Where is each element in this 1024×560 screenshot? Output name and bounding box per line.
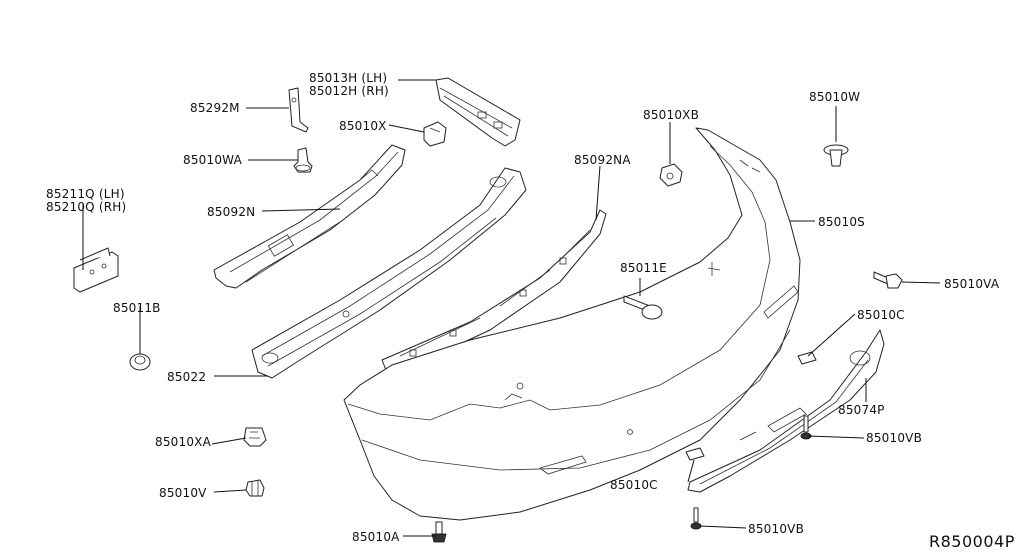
label-85010s: 85010S [818, 215, 865, 229]
label-85010v: 85010V [159, 486, 207, 500]
label-85010xb: 85010XB [643, 108, 699, 122]
clip-85010wa [293, 147, 313, 173]
clip-85010w [823, 144, 849, 167]
label-85010c-upper: 85010C [857, 308, 905, 322]
energy-absorber-85092n [213, 144, 406, 289]
clip-85010c-upper [797, 351, 817, 365]
label-85011e: 85011E [620, 261, 667, 275]
label-85211q: 85211Q (LH) [46, 187, 125, 201]
small-bracket-85292m [288, 87, 309, 133]
label-85010w: 85010W [809, 90, 860, 104]
label-85010x: 85010X [339, 119, 387, 133]
label-85010va: 85010VA [944, 277, 1000, 291]
grommet-85010xb [659, 163, 683, 187]
label-85092na: 85092NA [574, 153, 631, 167]
part-labels: 85013H (LH) 85012H (RH) 85292M 85010X 85… [46, 71, 1000, 544]
bumper-fascia [343, 127, 801, 521]
label-85292m: 85292M [190, 101, 240, 115]
label-85013h: 85013H (LH) [309, 71, 387, 85]
label-85010a: 85010A [352, 530, 400, 544]
side-bracket-strip [435, 77, 521, 147]
label-85011b: 85011B [113, 301, 161, 315]
leader-lines [82, 79, 941, 537]
label-85012h: 85012H (RH) [309, 84, 389, 98]
label-85022: 85022 [167, 370, 206, 384]
label-85074p: 85074P [838, 403, 885, 417]
screw-85010vb-lower [690, 507, 702, 530]
clip-85010c-lower [685, 447, 705, 461]
clip-85010x [423, 121, 447, 147]
label-85010vb-upper: 85010VB [866, 431, 922, 445]
label-85092n: 85092N [207, 205, 255, 219]
label-85010vb-lower: 85010VB [748, 522, 804, 536]
diagram-code: R850004P [929, 532, 1015, 551]
clip-85010xa [243, 427, 267, 447]
label-85010wa: 85010WA [183, 153, 243, 167]
screw-85010vb-upper [800, 415, 812, 440]
lower-garnish-85074p [687, 329, 885, 493]
screw-85010a [431, 521, 447, 543]
screw-85010v [245, 479, 265, 497]
reinforcement-beam-85022 [251, 167, 527, 379]
nut-85011b [129, 353, 151, 371]
label-85010xa: 85010XA [155, 435, 212, 449]
pin-85011e [623, 295, 663, 320]
label-85210q: 85210Q (RH) [46, 200, 126, 214]
label-85010c-lower: 85010C [610, 478, 658, 492]
lower-bracket-85211q [73, 247, 119, 293]
screw-85010va [873, 271, 903, 289]
